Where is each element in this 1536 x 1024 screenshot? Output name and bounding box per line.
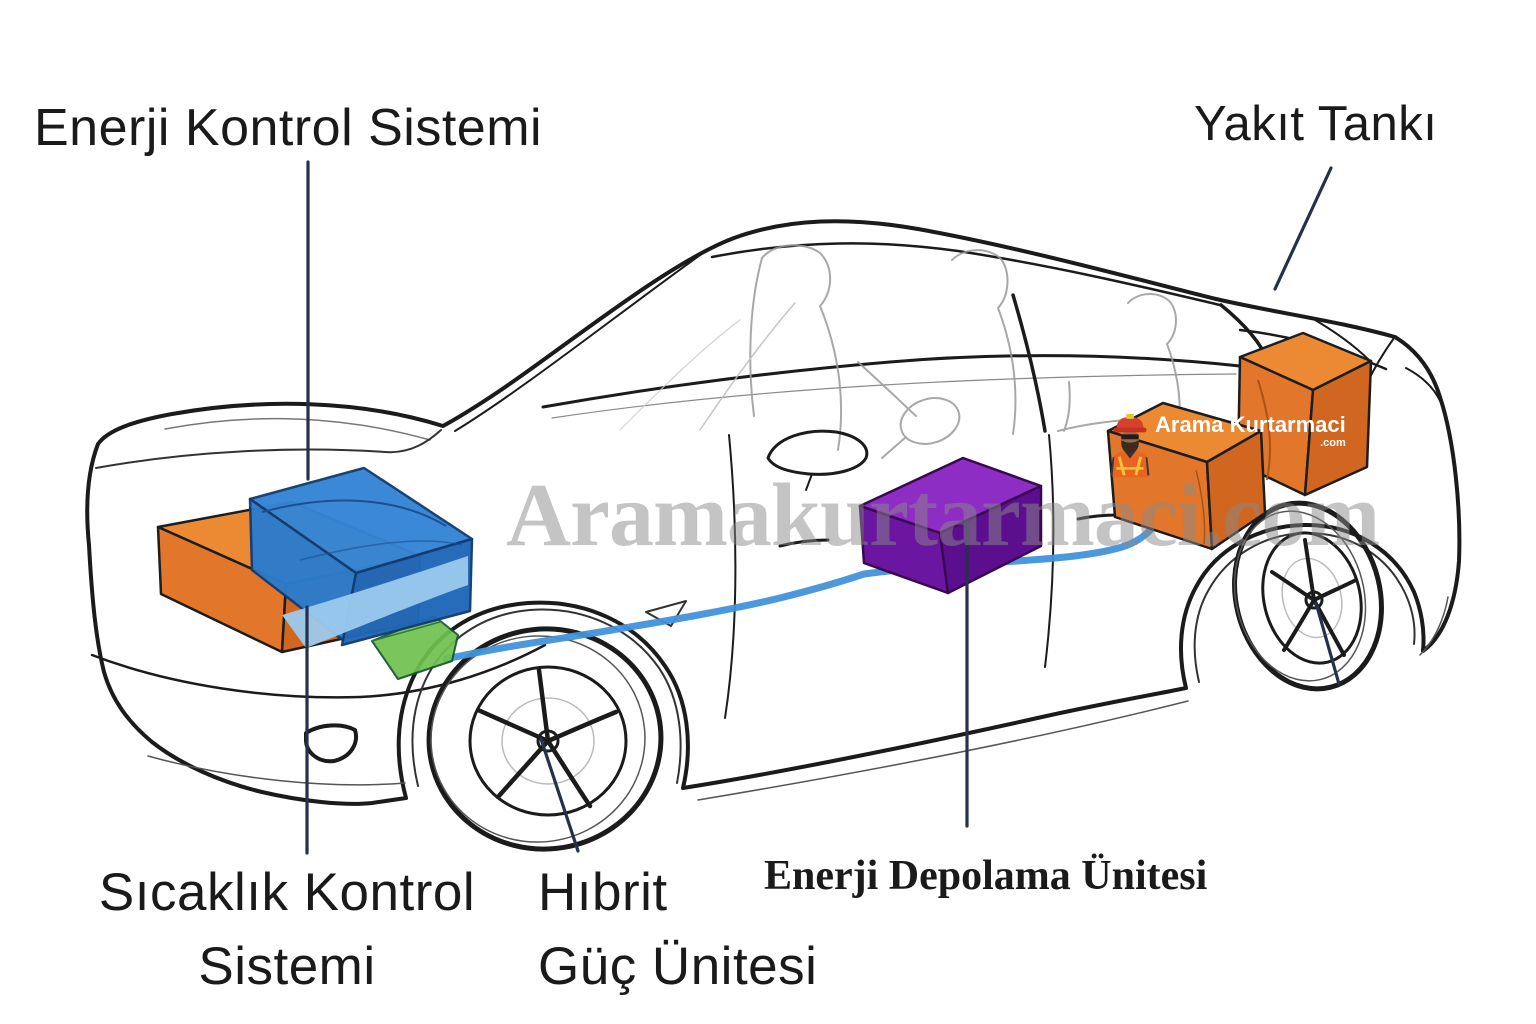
hood-inner-line — [164, 417, 431, 441]
label-temperature-control-system: Sıcaklık Kontrol Sistemi — [58, 856, 516, 1004]
side-mirror-stalk — [805, 473, 813, 491]
rear-bumper-crease — [1419, 596, 1449, 656]
windshield-inner-line — [454, 252, 704, 432]
label-hybrid-line2: Güç Ünitesi — [538, 937, 818, 997]
front-door-seam — [724, 434, 737, 719]
front-brake-ring — [501, 697, 595, 785]
energy-storage-box — [858, 456, 1043, 595]
label-hybrid-line1: Hıbrit — [538, 863, 668, 922]
rear-door-seam — [1044, 434, 1055, 668]
rear-rim — [1261, 531, 1363, 665]
energy-box-lightblue-band — [282, 556, 468, 648]
belt-line — [541, 354, 1242, 409]
leader-lines — [305, 160, 1341, 855]
fuel-tank-boxes — [1106, 331, 1373, 551]
label-temperature-line1: Sıcaklık Kontrol — [98, 863, 476, 922]
logo-line2: Kurtarmaci — [1229, 412, 1346, 437]
leader-rear-wheel — [1314, 601, 1341, 686]
front-door-handle — [778, 538, 830, 548]
label-energy-control-system: Enerji Kontrol Sistemi — [34, 99, 543, 157]
front-wheel — [411, 608, 682, 852]
front-rim — [468, 665, 628, 817]
rear-tire-lip — [1233, 510, 1367, 682]
bumper-lip — [147, 755, 406, 786]
bumper-crease — [90, 643, 547, 699]
label-energy-storage-unit: Enerji Depolama Ünitesi — [764, 853, 1208, 899]
b-pillar — [1011, 293, 1047, 433]
leader-hybrid-power — [539, 737, 580, 853]
taillight — [1405, 367, 1442, 404]
label-fuel-tank: Yakıt Tankı — [1194, 97, 1438, 151]
logo-text: Arama Kurtarmaci .com — [1155, 412, 1346, 450]
front-tire-lip — [430, 635, 646, 843]
logo-suffix: .com — [1320, 437, 1346, 450]
leader-fuel-tank — [1273, 166, 1333, 291]
rear-hub — [1304, 590, 1324, 610]
energy-control-box — [248, 466, 474, 648]
rear-brake-ring — [1281, 557, 1343, 639]
air-intake — [304, 723, 358, 764]
front-spokes — [475, 667, 619, 809]
front-arch-inner — [411, 608, 682, 787]
label-temperature-line2: Sistemi — [198, 937, 376, 997]
rear-door-handle — [1076, 513, 1120, 521]
c-pillar-deck — [1309, 316, 1371, 362]
belt-line-echo — [551, 373, 1237, 419]
brand-logo: Arama Kurtarmaci .com — [1110, 412, 1346, 481]
side-mirror — [766, 429, 869, 476]
storage-box-side — [938, 484, 1043, 595]
hood-shoulder-line — [95, 429, 442, 469]
logo-line1: Arama — [1155, 412, 1224, 437]
car-body-outline — [85, 219, 1462, 806]
front-hub — [536, 729, 560, 753]
sill-echo — [697, 700, 1189, 801]
rescue-worker-icon — [1110, 413, 1150, 478]
front-tire — [426, 626, 664, 852]
fuel-tank-box-front — [1106, 401, 1267, 551]
label-hybrid-power-unit: Hıbrit Güç Ünitesi — [538, 856, 817, 1004]
